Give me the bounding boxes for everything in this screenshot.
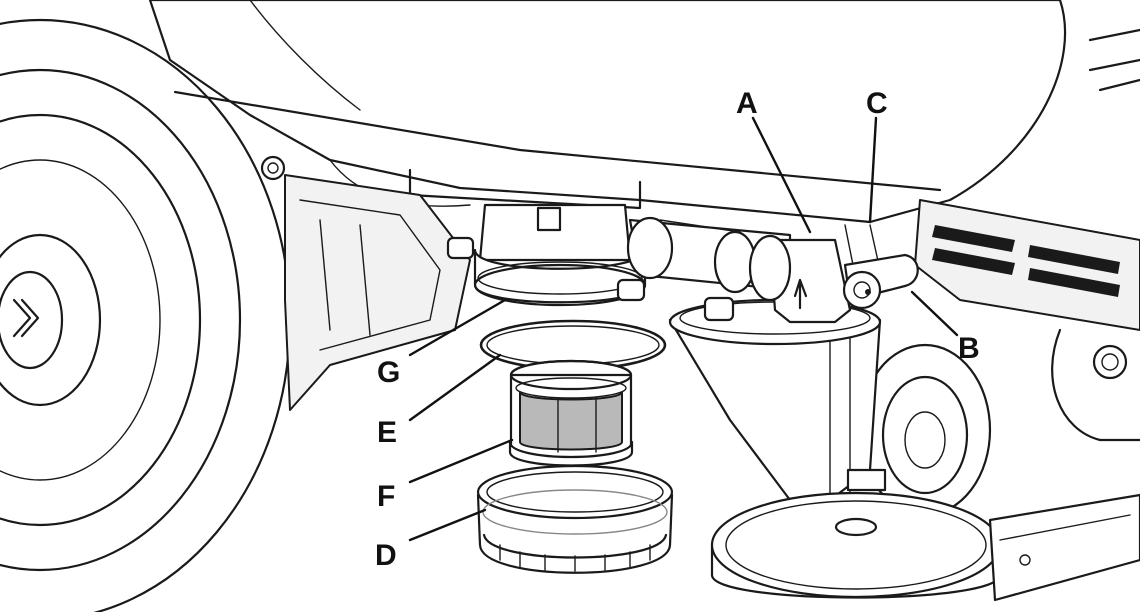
side-housing — [284, 174, 471, 411]
rear-caster — [858, 343, 992, 517]
leader-c — [868, 116, 878, 224]
callout-a: A — [736, 87, 758, 120]
callout-f: F — [377, 480, 395, 513]
leader-f — [408, 438, 514, 484]
filter-housing-top — [446, 203, 647, 307]
callout-e: E — [377, 416, 397, 449]
machine-body — [148, 0, 1067, 224]
callout-g: G — [377, 356, 400, 389]
filter-screen — [508, 359, 634, 467]
left-wheel — [0, 18, 292, 612]
pad-driver-disc — [710, 491, 1140, 602]
right-frame — [914, 28, 1140, 442]
callout-labels: A C B G E F D — [375, 87, 980, 572]
leader-e — [408, 353, 502, 422]
filter-bowl — [476, 464, 674, 574]
leader-a — [751, 116, 812, 234]
callout-c: C — [866, 87, 888, 120]
collector-funnel — [668, 298, 887, 502]
leader-d — [408, 508, 487, 542]
callout-d: D — [375, 539, 397, 572]
leader-b — [910, 290, 959, 337]
leader-g — [408, 298, 507, 357]
leader-lines — [408, 116, 959, 542]
shutoff-valve — [748, 224, 919, 324]
callout-b: B — [958, 332, 980, 365]
